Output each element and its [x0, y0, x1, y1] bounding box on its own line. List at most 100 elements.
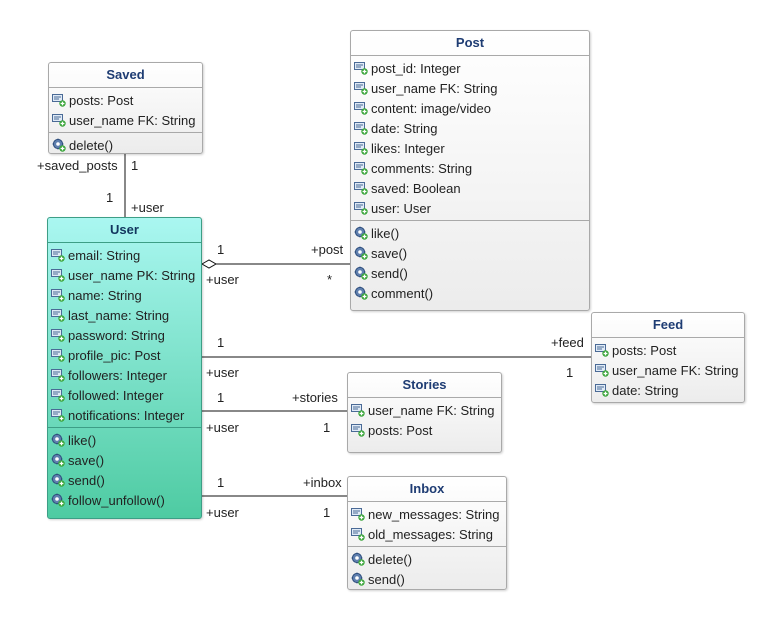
attribute-row[interactable]: date: String	[592, 380, 744, 400]
method-label: send()	[68, 472, 105, 488]
method-row[interactable]: send()	[348, 569, 506, 589]
method-row[interactable]: save()	[351, 243, 589, 263]
method-label: save()	[371, 245, 408, 261]
attribute-icon	[51, 288, 65, 302]
attribute-row[interactable]: date: String	[351, 118, 589, 138]
class-title: Stories	[402, 377, 447, 392]
method-row[interactable]: delete()	[348, 549, 506, 569]
attribute-icon	[51, 348, 65, 362]
method-row[interactable]: send()	[48, 470, 201, 490]
attribute-label: last_name: String	[68, 307, 170, 323]
method-row[interactable]: comment()	[351, 283, 589, 303]
attribute-icon	[351, 507, 365, 521]
attribute-icon	[51, 368, 65, 382]
attribute-label: old_messages: String	[368, 526, 494, 542]
attribute-label: notifications: Integer	[68, 407, 185, 423]
method-label: delete()	[368, 551, 413, 567]
method-row[interactable]: save()	[48, 450, 201, 470]
attribute-label: followed: Integer	[68, 387, 164, 403]
attribute-row[interactable]: posts: Post	[49, 90, 202, 110]
attribute-icon	[51, 308, 65, 322]
attribute-label: posts: Post	[368, 422, 433, 438]
attribute-row[interactable]: posts: Post	[592, 340, 744, 360]
attribute-label: date: String	[371, 120, 438, 136]
attribute-icon	[51, 328, 65, 342]
multiplicity-user-saved: 1	[106, 190, 114, 205]
attribute-row[interactable]: old_messages: String	[348, 524, 506, 544]
attribute-row[interactable]: email: String	[48, 245, 201, 265]
attribute-row[interactable]: followed: Integer	[48, 385, 201, 405]
attribute-row[interactable]: new_messages: String	[348, 504, 506, 524]
attribute-row[interactable]: last_name: String	[48, 305, 201, 325]
attribute-row[interactable]: user_name FK: String	[592, 360, 744, 380]
attribute-label: likes: Integer	[371, 140, 445, 156]
class-title: Feed	[652, 317, 684, 332]
method-icon	[52, 138, 66, 152]
method-row[interactable]: like()	[351, 223, 589, 243]
method-row[interactable]: delete()	[49, 135, 202, 155]
attribute-row[interactable]: user: User	[351, 198, 589, 218]
attribute-icon	[354, 201, 368, 215]
attribute-row[interactable]: user_name FK: String	[348, 400, 501, 420]
method-label: follow_unfollow()	[68, 492, 165, 508]
method-icon	[51, 433, 65, 447]
attribute-label: user: User	[371, 200, 431, 216]
class-title: Post	[455, 35, 485, 50]
attribute-label: user_name FK: String	[69, 112, 196, 128]
attribute-row[interactable]: posts: Post	[348, 420, 501, 440]
multiplicity-post: *	[327, 272, 333, 287]
attribute-row[interactable]: user_name PK: String	[48, 265, 201, 285]
multiplicity-user-feed: 1	[217, 335, 225, 350]
attribute-icon	[351, 527, 365, 541]
role-user-feed: +user	[206, 365, 239, 380]
attribute-label: comments: String	[371, 160, 473, 176]
attribute-row[interactable]: saved: Boolean	[351, 178, 589, 198]
attribute-label: name: String	[68, 287, 142, 303]
role-user-post: +user	[206, 272, 239, 287]
method-icon	[354, 246, 368, 260]
attribute-label: password: String	[68, 327, 165, 343]
attribute-label: post_id: Integer	[371, 60, 461, 76]
attribute-icon	[351, 423, 365, 437]
methods-section: like()save() send() follow_unfollow()	[48, 427, 201, 512]
attribute-row[interactable]: content: image/video	[351, 98, 589, 118]
multiplicity-user-inbox: 1	[217, 475, 225, 490]
attribute-row[interactable]: followers: Integer	[48, 365, 201, 385]
attribute-row[interactable]: name: String	[48, 285, 201, 305]
method-label: send()	[368, 571, 405, 587]
multiplicity-stories: 1	[323, 420, 331, 435]
attribute-icon	[354, 101, 368, 115]
method-icon	[354, 286, 368, 300]
attribute-icon	[354, 121, 368, 135]
attribute-row[interactable]: likes: Integer	[351, 138, 589, 158]
method-row[interactable]: follow_unfollow()	[48, 490, 201, 510]
class-post[interactable]: Post post_id: Integer user_name FK: Strin…	[350, 30, 590, 311]
attribute-row[interactable]: profile_pic: Post	[48, 345, 201, 365]
role-stories: +stories	[292, 390, 338, 405]
attribute-row[interactable]: comments: String	[351, 158, 589, 178]
method-icon	[51, 493, 65, 507]
role-feed: +feed	[551, 335, 584, 350]
attribute-row[interactable]: notifications: Integer	[48, 405, 201, 425]
attribute-row[interactable]: post_id: Integer	[351, 58, 589, 78]
attribute-icon	[351, 403, 365, 417]
multiplicity-saved: 1	[131, 158, 139, 173]
attribute-row[interactable]: user_name FK: String	[49, 110, 202, 130]
attribute-icon	[52, 113, 66, 127]
method-row[interactable]: like()	[48, 430, 201, 450]
attribute-row[interactable]: password: String	[48, 325, 201, 345]
attribute-icon	[354, 141, 368, 155]
class-stories[interactable]: Stories user_name FK: String posts: Post	[347, 372, 502, 453]
method-label: comment()	[371, 285, 434, 301]
method-label: delete()	[69, 137, 114, 153]
method-icon	[51, 453, 65, 467]
method-row[interactable]: send()	[351, 263, 589, 283]
attribute-label: user_name FK: String	[368, 402, 495, 418]
attribute-row[interactable]: user_name FK: String	[351, 78, 589, 98]
